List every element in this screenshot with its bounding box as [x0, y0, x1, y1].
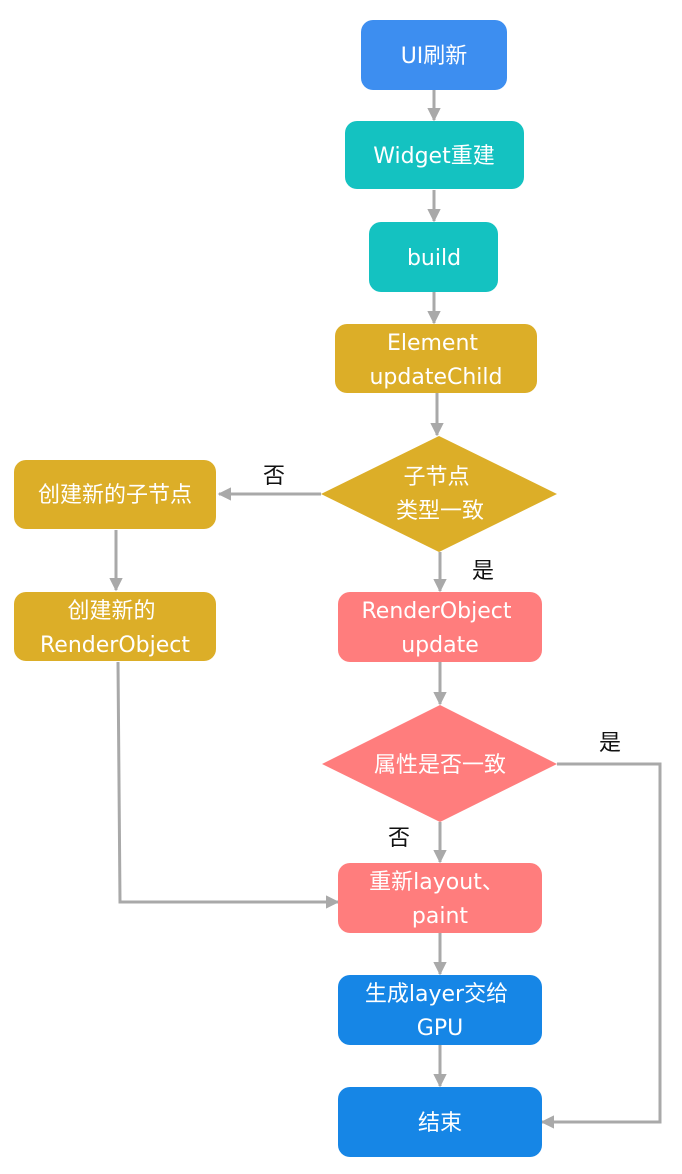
node-widget-rebuild: Widget重建	[345, 121, 524, 189]
node-props-same-shape	[322, 705, 557, 822]
node-element-update-child: Element updateChild	[335, 324, 537, 393]
edge-label-child-type-no: 否	[263, 464, 285, 489]
node-create-child: 创建新的子节点	[14, 460, 216, 529]
node-build-shape	[369, 222, 498, 292]
edge-props-same-yes-to-end	[540, 762, 662, 1129]
node-element-update-child-label: Element updateChild	[369, 331, 502, 390]
node-build: build	[369, 222, 498, 292]
edge-label-props-yes: 是	[599, 731, 621, 756]
node-end-label: 结束	[418, 1111, 462, 1136]
node-child-type-same-shape	[321, 436, 557, 552]
node-end: 结束	[338, 1087, 542, 1157]
node-render-object-update-shape	[338, 592, 542, 662]
node-child-type-same-label: 子节点 类型一致	[396, 465, 484, 524]
node-build-label: build	[407, 246, 461, 271]
node-ui-refresh-label: UI刷新	[401, 44, 468, 69]
node-element-update-child-shape	[335, 324, 537, 393]
node-ui-refresh: UI刷新	[361, 20, 507, 90]
node-render-object-update: RenderObject update	[338, 592, 542, 662]
node-create-render-object-label: 创建新的 RenderObject	[40, 599, 190, 658]
node-widget-rebuild-shape	[345, 121, 524, 189]
node-widget-rebuild-label: Widget重建	[373, 144, 494, 169]
node-render-object-update-label: RenderObject update	[362, 599, 519, 658]
node-relayout-paint: 重新layout、 paint	[338, 863, 542, 933]
edge-label-props-no: 否	[388, 826, 410, 851]
edge-label-child-type-yes: 是	[472, 559, 494, 584]
node-props-same: 属性是否一致	[322, 705, 557, 822]
edge-create-render-object-to-relayout-paint	[116, 661, 340, 909]
node-create-child-label: 创建新的子节点	[38, 483, 192, 508]
node-create-render-object-shape	[14, 592, 216, 661]
node-gen-layer-gpu-label: 生成layer交给 GPU	[365, 982, 515, 1041]
node-relayout-paint-label: 重新layout、 paint	[369, 870, 511, 929]
node-child-type-same: 子节点 类型一致	[321, 436, 557, 552]
node-gen-layer-gpu-shape	[338, 975, 542, 1045]
node-gen-layer-gpu: 生成layer交给 GPU	[338, 975, 542, 1045]
node-create-child-shape	[14, 460, 216, 529]
node-relayout-paint-shape	[338, 863, 542, 933]
node-end-shape	[338, 1087, 542, 1157]
node-ui-refresh-shape	[361, 20, 507, 90]
node-props-same-label: 属性是否一致	[374, 753, 506, 778]
node-create-render-object: 创建新的 RenderObject	[14, 592, 216, 661]
